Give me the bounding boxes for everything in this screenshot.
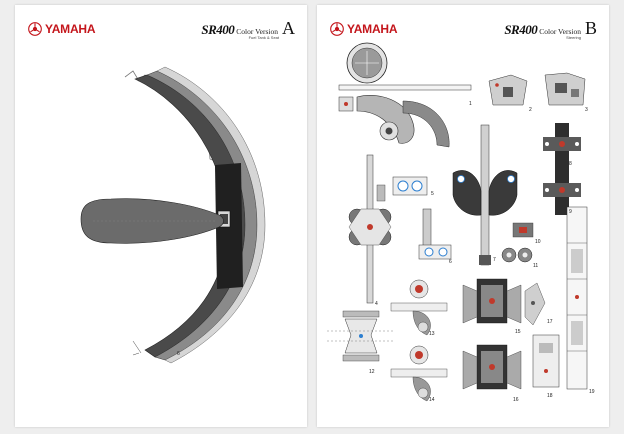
part-number: 18 — [547, 393, 553, 399]
steering-parts-pattern: 1 2 3 4 5 6 7 8 9 10 11 12 13 14 15 16 1… — [327, 42, 595, 403]
part-number: 1 — [469, 101, 472, 107]
part-number: 19 — [589, 389, 595, 395]
part-number: 16 — [513, 397, 519, 403]
part-number: 2 — [529, 107, 532, 113]
part-5-clamp — [392, 176, 428, 196]
seat-piece — [80, 198, 224, 244]
brand-name: YAMAHA — [45, 22, 96, 36]
part-8-cross — [543, 123, 581, 169]
part-number: 13 — [429, 331, 435, 337]
version-label: Color Version — [236, 27, 278, 36]
part-number: 7 — [493, 257, 496, 263]
part-15-caliper — [462, 278, 522, 324]
part-13-hub — [390, 279, 448, 336]
part-number: 11 — [533, 263, 538, 269]
part-7-handlebar — [452, 124, 518, 266]
yamaha-emblem-icon — [330, 22, 344, 36]
part-number: 17 — [547, 319, 553, 325]
part-number: 6 — [449, 259, 452, 265]
part-16-caliper — [462, 344, 522, 390]
pattern-sheet-a: YAMAHA SR400 Color Version A Fuel Tank &… — [15, 5, 307, 427]
model-name: SR400 — [201, 22, 235, 37]
sheet-letter: B — [584, 18, 597, 38]
part-3-bracket — [544, 72, 586, 106]
part-number: 15 — [515, 329, 521, 335]
part-4-fork — [348, 154, 392, 304]
part-19-strip — [566, 206, 588, 390]
part-number: 8 — [569, 161, 572, 167]
version-label: Color Version — [539, 27, 581, 36]
part-number: 14 — [429, 397, 435, 403]
yamaha-emblem-icon — [28, 22, 42, 36]
part-17-lever — [524, 282, 546, 326]
part-12-frame — [327, 310, 395, 362]
sheet-letter: A — [282, 18, 295, 38]
part-number: 4 — [375, 301, 378, 307]
fuel-tank-seat-pattern: 6 — [80, 66, 266, 364]
part-9-cross — [543, 169, 581, 215]
sheet-subtitle: Fuel Tank & Seat — [248, 35, 279, 40]
brand-name: YAMAHA — [347, 22, 398, 36]
sheet-header: SR400 Color Version A Fuel Tank & Seat — [201, 19, 295, 40]
model-name: SR400 — [504, 22, 538, 37]
pattern-sheet-b: YAMAHA SR400 Color Version B Steering — [317, 5, 609, 427]
part-11-gears — [501, 247, 533, 263]
part-number: 5 — [431, 191, 434, 197]
part-number: 10 — [535, 239, 541, 245]
part-1-headlight — [338, 42, 472, 148]
part-6-clamp — [418, 208, 452, 260]
part-number: 6 — [177, 351, 180, 357]
sheet-header: SR400 Color Version B Steering — [504, 19, 597, 40]
part-number: 12 — [369, 369, 375, 375]
sheet-subtitle: Steering — [566, 35, 581, 40]
part-10-block — [512, 222, 534, 238]
yamaha-logo: YAMAHA — [28, 22, 96, 36]
yamaha-logo: YAMAHA — [330, 22, 398, 36]
part-number: 9 — [569, 209, 572, 215]
part-number: 3 — [585, 107, 588, 113]
part-14-hub — [390, 345, 448, 402]
part-18-box — [532, 334, 560, 388]
part-2-bracket — [488, 74, 528, 106]
